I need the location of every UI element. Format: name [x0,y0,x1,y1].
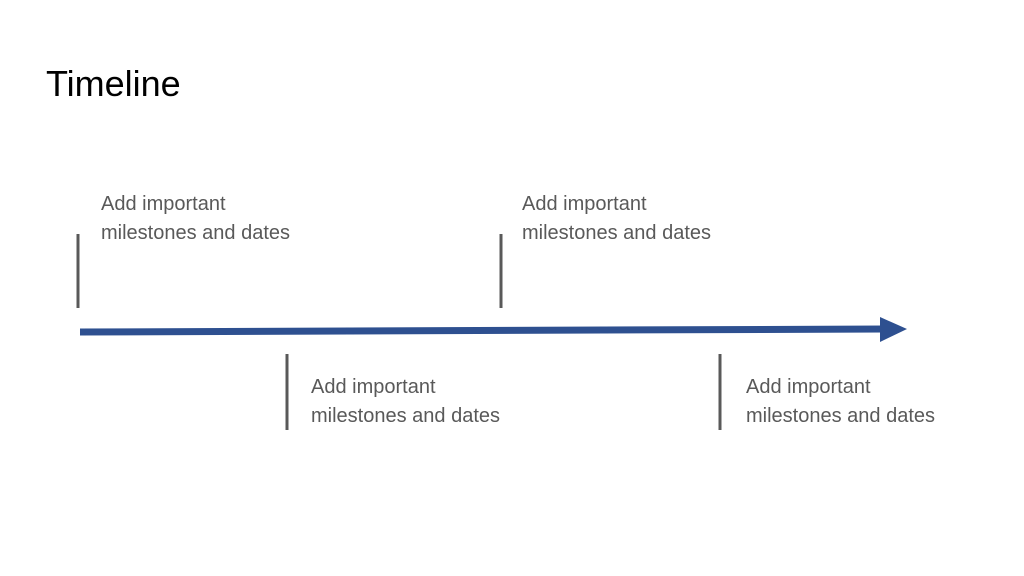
milestone-label: Add important milestones and dates [311,376,501,427]
timeline-arrow-head [880,317,907,342]
milestone-label: Add important milestones and dates [522,193,712,244]
milestone-label: Add important milestones and dates [746,376,936,427]
slide-title: Timeline [46,63,181,104]
timeline-arrow-line [79,325,887,336]
milestone-label: Add important milestones and dates [101,193,291,244]
